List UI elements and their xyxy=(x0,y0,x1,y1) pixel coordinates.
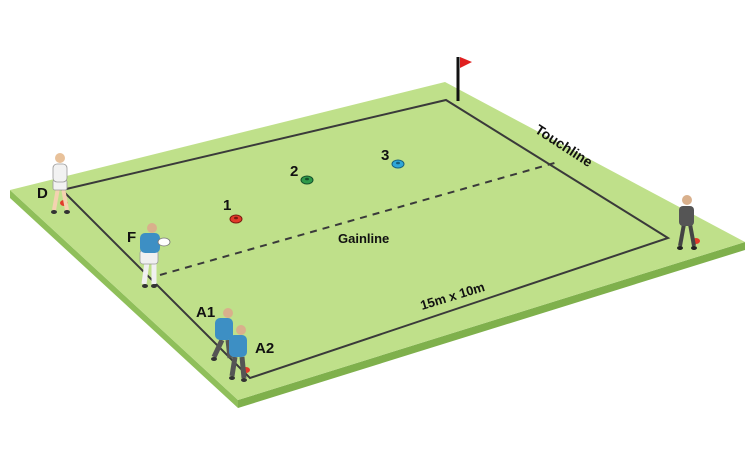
cone-icon xyxy=(300,175,314,185)
player-icon xyxy=(677,195,697,250)
feeder-label: F xyxy=(127,229,136,246)
gainline-label: Gainline xyxy=(338,231,389,246)
player-icon xyxy=(139,223,171,288)
cone-2-label: 2 xyxy=(290,163,298,180)
player-icon xyxy=(229,325,247,382)
playing-area-border xyxy=(60,98,671,380)
defender-label: D xyxy=(37,185,48,202)
cone-1-label: 1 xyxy=(223,197,231,214)
cone-3-label: 3 xyxy=(381,147,389,164)
player-icon xyxy=(51,153,70,214)
gainline xyxy=(159,161,559,276)
cone-icon xyxy=(229,214,243,224)
corner-flag-icon xyxy=(456,57,472,101)
attacker-1-label: A1 xyxy=(196,304,215,321)
cone-icon xyxy=(391,159,405,169)
pitch-side-right xyxy=(238,242,745,408)
player-icon xyxy=(211,308,233,361)
ball-icon xyxy=(157,237,171,247)
pitch-side xyxy=(10,190,238,408)
attacker-2-label: A2 xyxy=(255,340,274,357)
